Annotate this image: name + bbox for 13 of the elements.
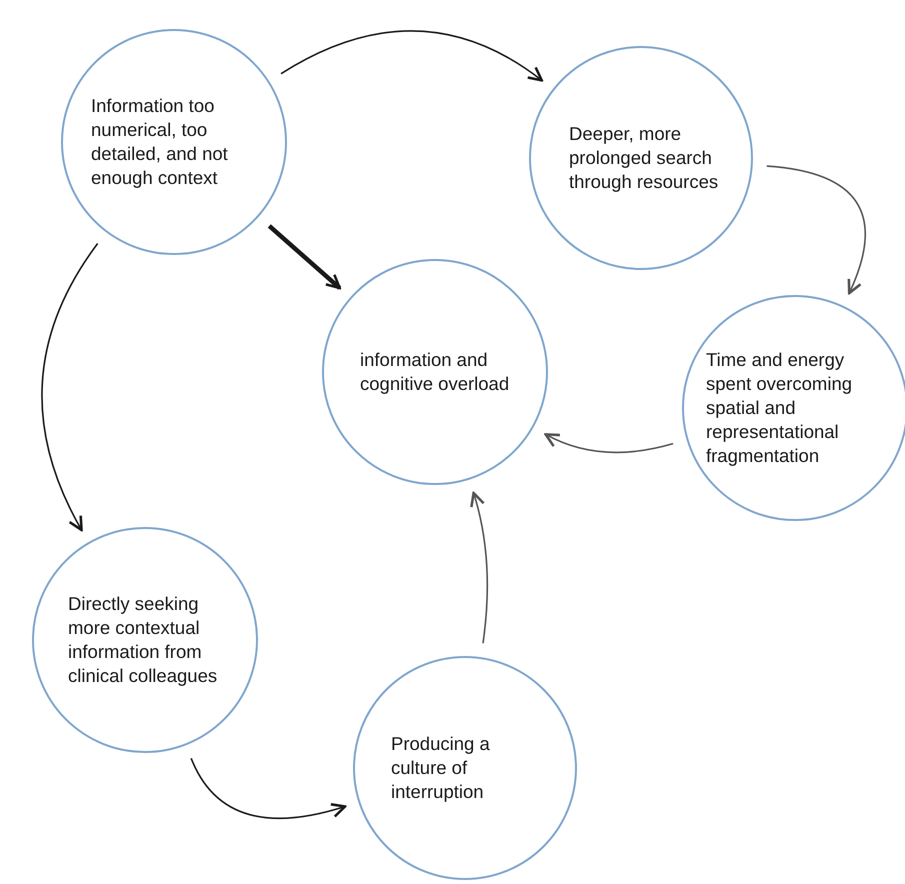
node-text: Information too numerical, too detailed, and not enough context xyxy=(91,94,229,190)
curved-arrow xyxy=(544,433,674,454)
curved-arrow xyxy=(41,243,98,532)
node-text: Producing a culture of interruption xyxy=(391,732,491,804)
node-text: Directly seeking more contextual information from clinical colleagues xyxy=(68,592,218,688)
curved-arrow xyxy=(280,30,544,82)
node-text: Time and energy spent overcoming spatial and representational fragmentation xyxy=(706,348,854,468)
node-text: Deeper, more prolonged search through resources xyxy=(569,122,720,194)
curved-arrow xyxy=(766,165,866,294)
curved-arrow xyxy=(470,492,488,644)
curved-arrow xyxy=(268,224,342,290)
curved-arrow xyxy=(190,758,346,820)
node-text: information and cognitive overload xyxy=(360,348,510,396)
